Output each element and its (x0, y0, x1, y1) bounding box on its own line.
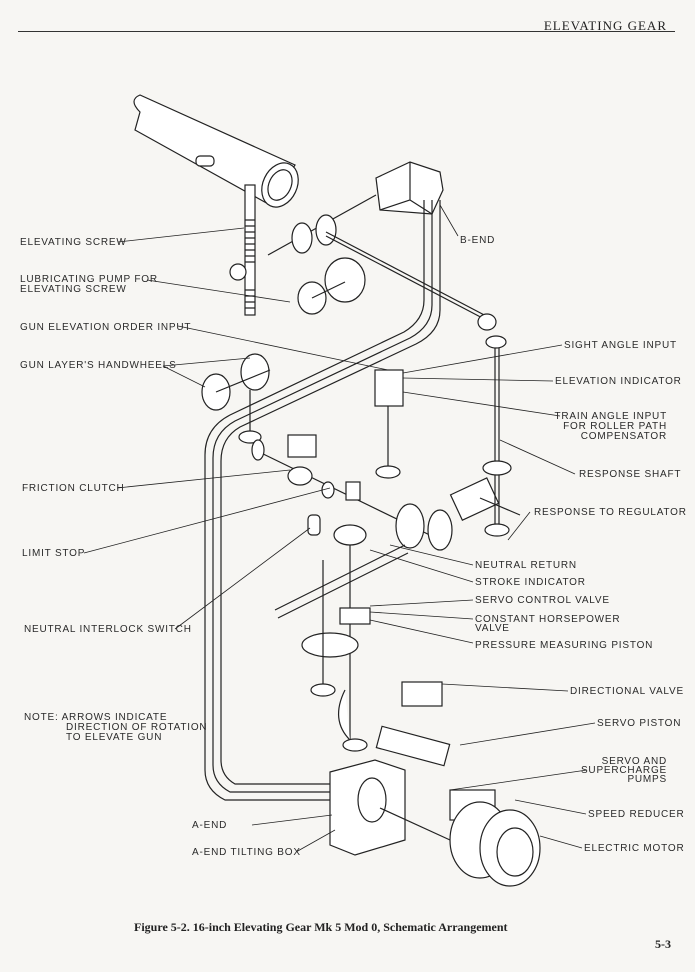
middle-gearing (251, 434, 521, 551)
label-train-angle-line1: TRAIN ANGLE INPUT (554, 411, 667, 422)
header-rule (18, 31, 675, 32)
note-line2: DIRECTION OF ROTATION (66, 722, 208, 733)
label-limit-stop: LIMIT STOP (22, 548, 86, 559)
label-elevating-screw: ELEVATING SCREW (20, 237, 127, 248)
label-sight-angle-input: SIGHT ANGLE INPUT (564, 340, 677, 351)
label-servo-pumps-line1: SERVO AND (601, 756, 667, 767)
label-friction-clutch: FRICTION CLUTCH (22, 483, 125, 494)
label-constant-horsepower-line2: VALVE (475, 623, 510, 634)
label-gun-layers-handwheels: GUN LAYER'S HANDWHEELS (20, 360, 177, 371)
label-train-angle-line2: FOR ROLLER PATH (563, 421, 667, 432)
label-directional-valve: DIRECTIONAL VALVE (570, 686, 684, 697)
label-a-end-tilting-box: A-END TILTING BOX (192, 847, 301, 858)
handwheels (201, 353, 271, 444)
a-end-and-motor (329, 759, 541, 887)
figure-caption: Figure 5-2. 16-inch Elevating Gear Mk 5 … (134, 920, 508, 934)
elevation-indicator-assembly (374, 348, 512, 537)
servo-assembly (274, 514, 451, 767)
label-a-end: A-END (192, 820, 228, 831)
label-gun-elevation-order-input: GUN ELEVATION ORDER INPUT (20, 322, 192, 333)
label-pressure-measuring-piston: PRESSURE MEASURING PISTON (475, 640, 654, 651)
label-response-to-regulator: RESPONSE TO REGULATOR (534, 507, 687, 518)
label-neutral-interlock-switch: NEUTRAL INTERLOCK SWITCH (24, 624, 192, 635)
b-end-box (375, 161, 444, 215)
label-elevation-indicator: ELEVATION INDICATOR (555, 376, 682, 387)
label-stroke-indicator: STROKE INDICATOR (475, 577, 586, 588)
label-servo-control-valve: SERVO CONTROL VALVE (475, 595, 610, 606)
label-neutral-return: NEUTRAL RETURN (475, 560, 577, 571)
upper-gearing (267, 194, 507, 349)
label-servo-pumps-line2: SUPERCHARGE (580, 765, 667, 776)
label-train-angle-line3: COMPENSATOR (580, 431, 667, 442)
note-line3: TO ELEVATE GUN (66, 732, 163, 743)
page-number: 5-3 (655, 937, 671, 951)
label-servo-pumps-line3: PUMPS (627, 774, 667, 785)
label-response-shaft: RESPONSE SHAFT (579, 469, 682, 480)
label-lubricating-pump-line1: LUBRICATING PUMP FOR (20, 274, 158, 285)
label-electric-motor: ELECTRIC MOTOR (584, 843, 685, 854)
elevating-screw (229, 184, 256, 316)
label-b-end: B-END (460, 235, 496, 246)
gun-barrel (133, 94, 299, 208)
hydraulic-pipes (204, 200, 441, 801)
note-line1: NOTE: ARROWS INDICATE (24, 712, 168, 723)
label-servo-piston: SERVO PISTON (597, 718, 682, 729)
leader-lines (83, 204, 596, 853)
label-speed-reducer: SPEED REDUCER (588, 809, 685, 820)
label-lubricating-pump-line2: ELEVATING SCREW (20, 284, 127, 295)
label-constant-horsepower-line1: CONSTANT HORSEPOWER (475, 614, 621, 625)
page-header-title: ELEVATING GEAR (543, 18, 667, 33)
